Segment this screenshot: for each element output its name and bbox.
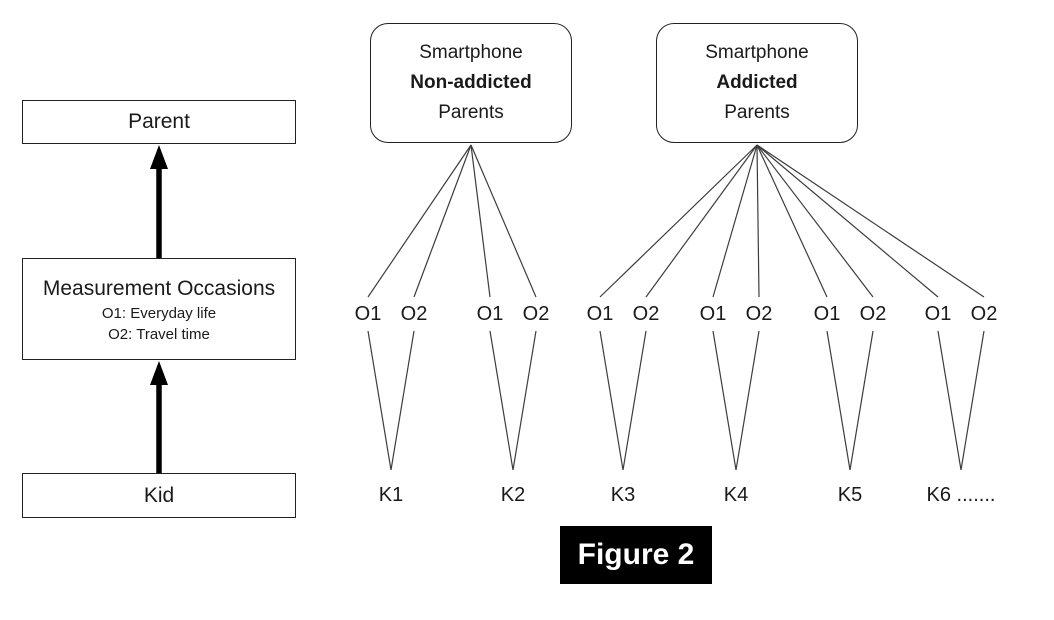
occasion-label: O2 <box>859 303 887 325</box>
occasion-kid-line <box>390 330 415 471</box>
fan-line <box>712 144 758 298</box>
kid-box: Kid <box>22 473 296 518</box>
occasion-label: O1 <box>699 303 727 325</box>
kid-node-label: K6 ....... <box>926 484 996 506</box>
kid-node-label: K5 <box>837 484 863 506</box>
measurement-occasions-title: Measurement Occasions <box>42 276 276 300</box>
group-title-line: Smartphone <box>419 42 523 63</box>
occasion-kid-line <box>367 330 392 471</box>
fan-line <box>367 144 472 298</box>
occasion-label: O1 <box>476 303 504 325</box>
fan-line <box>470 144 537 298</box>
fan-line <box>413 144 472 298</box>
occasion-label: O2 <box>632 303 660 325</box>
occasion-label: O1 <box>924 303 952 325</box>
kid-node-label: K4 <box>723 484 749 506</box>
fan-line <box>470 144 491 298</box>
occasion-1-definition: O1: Everyday life <box>101 304 217 322</box>
occasion-label: O2 <box>522 303 550 325</box>
occasion-2-definition: O2: Travel time <box>108 325 210 343</box>
occasion-kid-line <box>960 330 985 471</box>
occasion-label: O1 <box>354 303 382 325</box>
arrow-kid-to-occasions-icon-head <box>150 361 168 385</box>
occasion-label: O1 <box>586 303 614 325</box>
fan-line <box>756 144 874 298</box>
fan-line <box>756 144 939 298</box>
occasion-kid-line <box>712 330 737 471</box>
fan-line <box>756 144 985 298</box>
kid-label: Kid <box>143 483 175 507</box>
group-title-line: Parents <box>438 102 504 123</box>
arrow-occasions-to-parent-icon-head <box>150 145 168 169</box>
group-title-line: Parents <box>724 102 790 123</box>
measurement-occasions-box: Measurement Occasions O1: Everyday life … <box>22 258 296 360</box>
occasion-kid-line <box>826 330 851 471</box>
occasion-label: O2 <box>970 303 998 325</box>
occasion-kid-line <box>622 330 647 471</box>
occasion-kid-line <box>937 330 962 471</box>
occasion-label: O2 <box>400 303 428 325</box>
occasion-kid-line <box>489 330 514 471</box>
group-title-line: Smartphone <box>705 42 809 63</box>
fan-line <box>756 144 760 298</box>
occasion-kid-line <box>599 330 624 471</box>
figure-caption: Figure 2 <box>560 526 712 584</box>
group-title-line: Non-addicted <box>410 72 532 93</box>
occasion-label: O2 <box>745 303 773 325</box>
parent-label: Parent <box>128 110 190 133</box>
occasion-kid-line <box>849 330 874 471</box>
figure-caption-text: Figure 2 <box>577 538 695 571</box>
occasion-label: O1 <box>813 303 841 325</box>
group-title-line: Addicted <box>716 72 798 93</box>
fan-line <box>645 144 758 298</box>
occasion-kid-line <box>735 330 760 471</box>
occasion-kid-line <box>512 330 537 471</box>
fan-line <box>599 144 758 298</box>
fan-line <box>756 144 828 298</box>
kid-node-label: K1 <box>378 484 404 506</box>
kid-node-label: K3 <box>610 484 636 506</box>
kid-node-label: K2 <box>500 484 526 506</box>
parent-box: Parent <box>22 100 296 144</box>
